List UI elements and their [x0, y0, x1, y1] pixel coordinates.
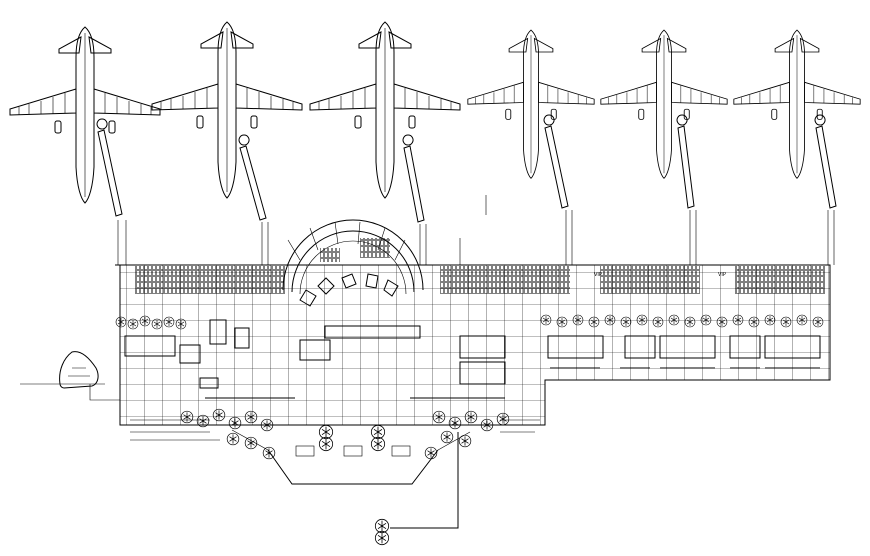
aircraft-4	[467, 29, 595, 179]
terminal-building	[115, 264, 831, 426]
pavilion	[59, 351, 99, 389]
jet-bridge-4	[543, 114, 569, 209]
area-labels: VIP VIP	[594, 272, 726, 278]
jet-bridge-3	[402, 134, 425, 223]
jet-bridge-1	[96, 118, 123, 217]
rotunda	[282, 219, 424, 307]
jet-bridges	[96, 114, 837, 265]
jet-bridge-6	[814, 114, 837, 209]
jet-bridge-5	[676, 114, 695, 209]
aircraft-group	[9, 21, 861, 204]
vip-label-1: VIP	[594, 272, 602, 278]
aircraft-6	[733, 29, 861, 179]
aircraft-3	[309, 21, 461, 199]
aircraft-1	[9, 26, 161, 204]
aircraft-5	[600, 29, 728, 179]
vip-label-2: VIP	[718, 272, 726, 278]
landside-entrance	[20, 383, 540, 529]
jet-bridge-2	[238, 134, 267, 221]
aircraft-2	[151, 21, 303, 199]
